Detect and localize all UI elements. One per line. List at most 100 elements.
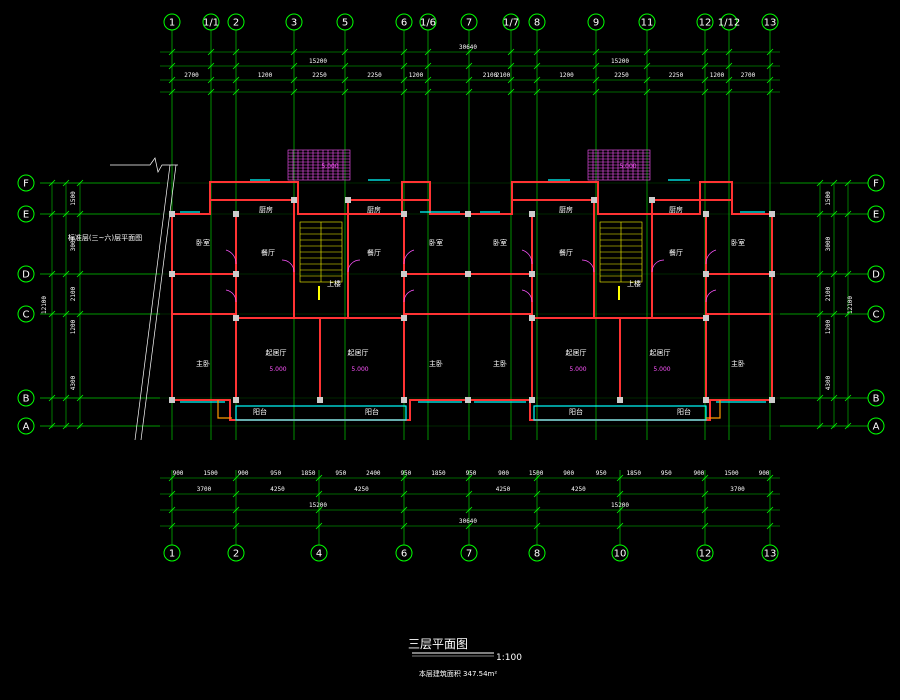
bottom-bay-dim: 4250 — [496, 486, 511, 493]
room-dining-4: 餐厅 — [669, 248, 683, 257]
right-part-dim: 2100 — [825, 286, 832, 301]
axis-label-bottom: 7 — [466, 549, 472, 560]
bottom-detail-dim: 950 — [335, 470, 346, 477]
elev-5: 5.000 — [569, 366, 586, 373]
structural-columns — [169, 197, 775, 403]
top-total-dim: 30640 — [459, 44, 477, 51]
right-part-dim: 1200 — [825, 319, 832, 334]
room-living-2: 起居厅 — [348, 349, 369, 357]
axis-bubble-top — [395, 13, 413, 31]
axis-bubble-top — [460, 13, 478, 31]
axis-label-top: 12 — [699, 18, 712, 29]
bottom-detail-dim: 950 — [661, 470, 672, 477]
axis-label-top: 9 — [593, 18, 599, 29]
door-arcs — [225, 249, 717, 303]
axis-bubble-top — [720, 13, 738, 31]
bottom-detail-dim: 1500 — [724, 470, 739, 477]
axis-label-right: A — [873, 422, 880, 433]
bottom-detail-dim: 900 — [498, 470, 509, 477]
room-labels: 卧室 主卧 厨房 餐厅 起居厅 起居厅 厨房 餐厅 卧室 主卧 卧室 主卧 餐厅… — [196, 163, 745, 416]
room-dining-1: 餐厅 — [261, 248, 275, 257]
bottom-detail-dim: 950 — [466, 470, 477, 477]
bottom-half-dim-left: 15200 — [309, 502, 327, 509]
drawing-scale: 1:100 — [496, 653, 522, 663]
balcony-rails — [217, 400, 721, 419]
building-walls — [171, 181, 773, 421]
bottom-detail-dim: 950 — [400, 470, 411, 477]
room-master-1: 主卧 — [196, 359, 210, 368]
top-half-dim-left: 15200 — [309, 58, 327, 65]
bottom-detail-dim: 1850 — [627, 470, 642, 477]
bottom-dimension-chains — [160, 477, 780, 527]
top-bay-dim: 2250 — [614, 72, 629, 79]
bottom-bay-dim: 3700 — [197, 486, 212, 493]
top-bay-dim: 2250 — [669, 72, 684, 79]
top-bay-dim: 2700 — [741, 72, 756, 79]
room-dining-2: 餐厅 — [367, 248, 381, 257]
room-balcony-1: 阳台 — [253, 407, 267, 416]
axis-label-top: 3 — [291, 18, 297, 29]
axis-label-top: 1 — [169, 18, 175, 29]
axis-bubble-top — [336, 13, 354, 31]
room-living-1: 起居厅 — [266, 349, 287, 357]
left-note: 标准层(三~六)层平面图 — [68, 233, 142, 242]
axis-bubble-left — [17, 174, 35, 192]
room-master-4: 主卧 — [731, 359, 745, 368]
axis-bubble-top — [761, 13, 779, 31]
room-kitchen-3: 厨房 — [559, 205, 573, 214]
axis-grid — [40, 30, 868, 545]
room-bedroom-2: 卧室 — [429, 238, 443, 247]
axis-label-top: 2 — [233, 18, 239, 29]
axis-bubble-right — [867, 389, 885, 407]
axis-label-left: E — [23, 210, 29, 221]
axis-bubble-bottom — [528, 544, 546, 562]
axis-bubble-top — [587, 13, 605, 31]
axis-bubble-left — [17, 389, 35, 407]
left-part-dim: 2100 — [70, 286, 77, 301]
bottom-bay-dim: 4250 — [354, 486, 369, 493]
axis-label-bottom: 8 — [534, 549, 540, 560]
room-living-4: 起居厅 — [650, 349, 671, 357]
axis-label-top: 1/7 — [503, 18, 519, 29]
room-stair-2: 上楼 — [627, 279, 641, 288]
axis-bubble-bottom — [696, 544, 714, 562]
axis-bubble-right — [867, 305, 885, 323]
bottom-total-dim: 30640 — [459, 518, 477, 525]
top-bay-dim: 2250 — [367, 72, 382, 79]
axis-label-top: 13 — [764, 18, 777, 29]
left-part-dim: 1500 — [70, 191, 77, 206]
staircases — [299, 221, 643, 300]
left-part-dim: 1200 — [70, 319, 77, 334]
axis-bubble-bottom — [227, 544, 245, 562]
room-master-2: 主卧 — [429, 359, 443, 368]
axis-bubble-left — [17, 305, 35, 323]
left-total-dim: 12100 — [41, 296, 48, 314]
axis-bubble-left — [17, 205, 35, 223]
leader-line — [134, 164, 171, 441]
axis-bubble-top — [638, 13, 656, 31]
axis-bubble-right — [867, 205, 885, 223]
bottom-detail-dim: 1500 — [529, 470, 544, 477]
axis-bubble-top — [202, 13, 220, 31]
axis-bubble-right — [867, 174, 885, 192]
top-dimension-chains — [160, 51, 780, 93]
axis-label-left: A — [23, 422, 30, 433]
axis-bubble-top — [528, 13, 546, 31]
elev-4: 5.000 — [351, 366, 368, 373]
room-balcony-3: 阳台 — [569, 407, 583, 416]
elev-1: 5.000 — [321, 163, 338, 170]
axis-bubble-left — [17, 265, 35, 283]
elev-2: 5.000 — [619, 163, 636, 170]
top-bay-dim: 2100 — [496, 72, 511, 79]
room-bedroom-1: 卧室 — [196, 238, 210, 247]
bottom-bay-dim: 4250 — [571, 486, 586, 493]
axis-label-left: F — [23, 179, 29, 190]
axis-label-right: C — [873, 310, 880, 321]
bottom-bay-dim: 4250 — [270, 486, 285, 493]
right-part-dim: 3000 — [825, 236, 832, 251]
room-balcony-2: 阳台 — [365, 407, 379, 416]
axis-bubble-bottom — [460, 544, 478, 562]
elev-3: 5.000 — [269, 366, 286, 373]
